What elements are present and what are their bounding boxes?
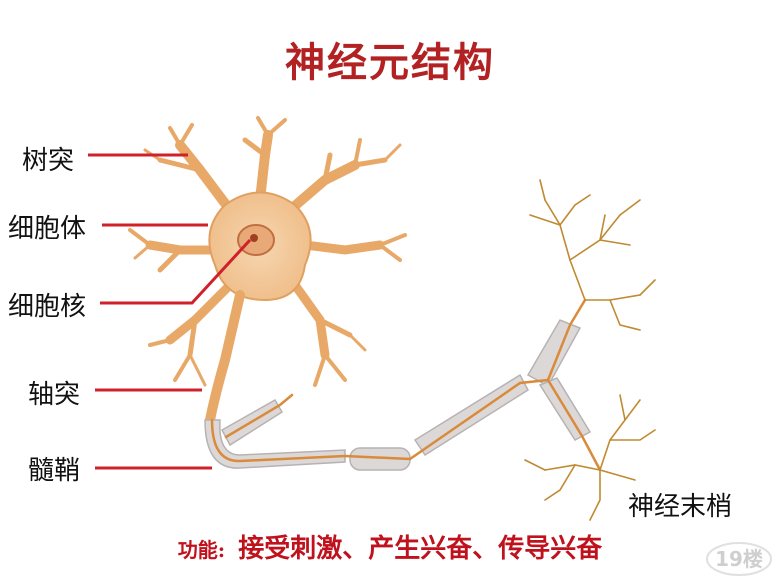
axon-hillock (205, 290, 245, 425)
label-nucleus: 细胞核 (8, 292, 87, 322)
myelin-segments (204, 319, 592, 471)
nucleus-shape (237, 224, 275, 256)
dendrites (128, 116, 407, 387)
watermark-logo: 19楼 (706, 542, 772, 576)
leader-lines (88, 153, 252, 470)
function-line: 功能: 接受刺激、产生兴奋、传导兴奋 (0, 528, 780, 565)
label-dendrite: 树突 (22, 146, 75, 176)
label-cell-body: 细胞体 (8, 214, 87, 244)
label-axon: 轴突 (28, 380, 81, 410)
nerve-endings-upper (529, 179, 656, 331)
nerve-endings-lower (524, 394, 656, 521)
label-nerve-ending: 神经末梢 (628, 492, 733, 522)
leader-line-nucleus (100, 238, 252, 305)
label-myelin-sheath: 髓鞘 (28, 456, 81, 486)
axon-core (210, 298, 602, 472)
function-prefix: 功能: (177, 538, 226, 562)
function-text: 接受刺激、产生兴奋、传导兴奋 (238, 534, 603, 564)
watermark-text: 19楼 (715, 547, 763, 571)
page-title: 神经元结构 (285, 39, 495, 86)
